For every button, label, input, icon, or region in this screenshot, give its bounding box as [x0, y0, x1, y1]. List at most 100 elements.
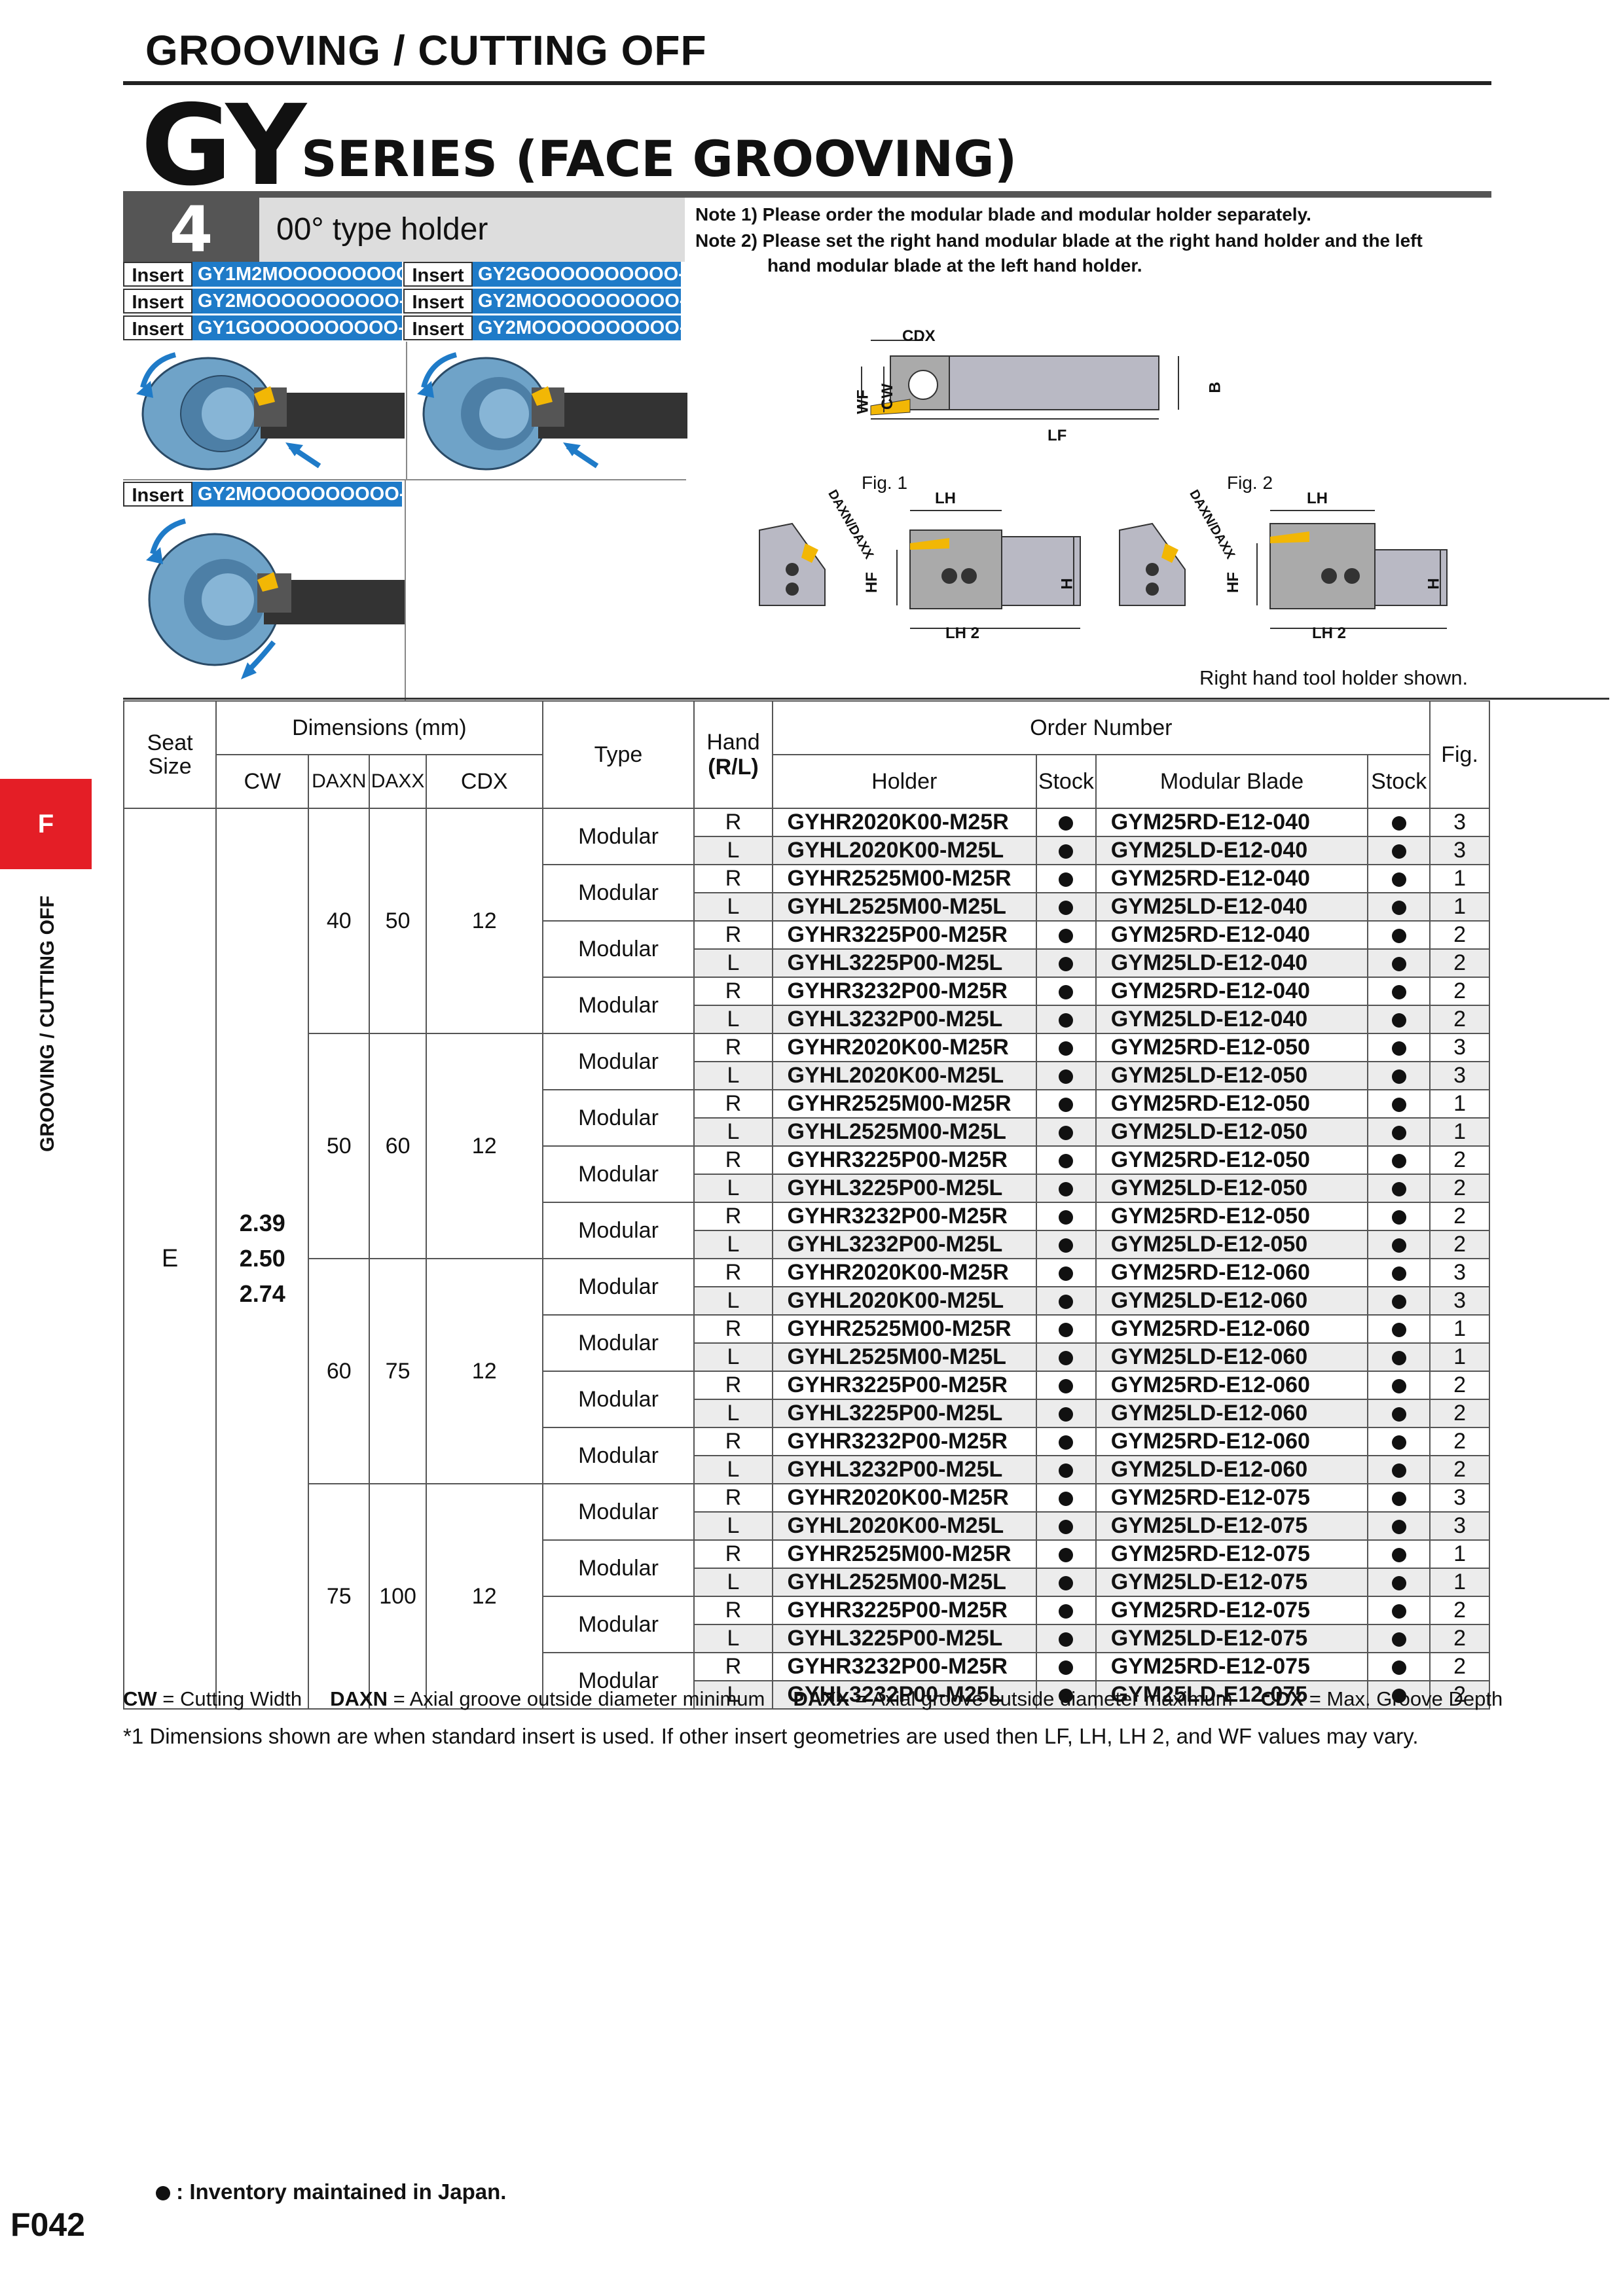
insert-code: GY1M2MOOOOOOOOOO-GM: [192, 262, 432, 310]
type-cell: Modular: [541, 920, 695, 978]
fig1-hf: HF: [863, 572, 881, 593]
daxx-cell: 60: [369, 1033, 427, 1259]
seat-size-cell: E: [122, 808, 217, 1710]
stock-blade-cell: [1367, 1371, 1431, 1400]
insert-code: GY2MOOOOOOOOOO-MM: [473, 315, 685, 363]
stock-dot-icon: [1391, 929, 1406, 944]
stock-cell: [1035, 808, 1097, 837]
hand-cell: L: [693, 1399, 773, 1428]
fig-cell: 1: [1429, 1342, 1490, 1372]
fig-cell: 2: [1429, 1202, 1490, 1231]
type-cell: Modular: [541, 1652, 695, 1710]
blade-cell: GYM25RD-E12-075: [1095, 1483, 1369, 1513]
stock-dot-icon: [1059, 1576, 1074, 1591]
hand-cell: R: [693, 977, 773, 1006]
insert-label: Insert: [123, 262, 192, 287]
blade-cell: GYM25LD-E12-050: [1095, 1174, 1369, 1203]
hand-cell: R: [693, 808, 773, 837]
stock-blade-cell: [1367, 1427, 1431, 1456]
fig-cell: 2: [1429, 920, 1490, 950]
th-cdx: CDX: [425, 754, 543, 809]
stock-dot-icon: [1059, 872, 1074, 888]
blade-cell: GYM25RD-E12-040: [1095, 808, 1369, 837]
stock-dot-icon: [1391, 1660, 1406, 1676]
hand-cell: L: [693, 1624, 773, 1653]
th-holder: Holder: [771, 754, 1037, 809]
stock-dot-icon: [1059, 844, 1074, 859]
insert-code: GY2MOOOOOOOOOO-MS: [473, 289, 685, 336]
stock-dot-icon: [1391, 1689, 1406, 1704]
fig-cell: 2: [1429, 1427, 1490, 1456]
hand-cell: L: [693, 1061, 773, 1090]
daxx-cell: 50: [369, 808, 427, 1034]
holder-cell: GYHL2525M00-M25L: [771, 1342, 1037, 1372]
hand-cell: R: [693, 1145, 773, 1175]
blade-cell: GYM25LD-E12-060: [1095, 1286, 1369, 1316]
insert-code: GY2GOOOOOOOOOO-MF: [473, 262, 685, 310]
holder-cell: GYHR3232P00-M25R: [771, 1202, 1037, 1231]
hand-cell: L: [693, 1511, 773, 1541]
holder-cell: GYHL2020K00-M25L: [771, 1061, 1037, 1090]
holder-type-title: 00° type holder: [259, 198, 685, 262]
blade-cell: GYM25RD-E12-060: [1095, 1314, 1369, 1344]
insert-row-1: Insert GY1M2MOOOOOOOOOO-GM Insert GY2GOO…: [123, 262, 685, 310]
stock-dot-icon: [1059, 816, 1074, 831]
fig1-drawing: [753, 484, 1100, 648]
stock-cell: [1035, 1371, 1097, 1400]
spec-table: Seat Size Dimensions (mm) Type Hand (R/L…: [122, 700, 1490, 1710]
stock-blade-cell: [1367, 948, 1431, 978]
type-cell: Modular: [541, 1033, 695, 1090]
stock-dot-icon: [1059, 1098, 1074, 1113]
cw-value: 2.39: [239, 1210, 285, 1236]
stock-cell: [1035, 1117, 1097, 1147]
th-stock-blade: Stock: [1367, 754, 1431, 809]
type-cell: Modular: [541, 1314, 695, 1372]
hand-cell: R: [693, 1371, 773, 1400]
stock-cell: [1035, 1680, 1097, 1710]
stock-blade-cell: [1367, 892, 1431, 922]
hand-cell: R: [693, 1652, 773, 1681]
stock-dot-icon: [1391, 1238, 1406, 1253]
note-2-line1: Note 2) Please set the right hand modula…: [695, 230, 1423, 251]
stock-cell: [1035, 1455, 1097, 1484]
type-cell: Modular: [541, 1145, 695, 1203]
hand-cell: R: [693, 1033, 773, 1062]
type-cell: Modular: [541, 1596, 695, 1653]
series-rule: [123, 191, 1491, 198]
fig-cell: 3: [1429, 1511, 1490, 1541]
stock-dot-icon: [1391, 1520, 1406, 1535]
stock-dot-icon: [1391, 1069, 1406, 1085]
hand-cell: R: [693, 1089, 773, 1119]
fig2-drawing: [1113, 484, 1467, 648]
stock-dot-icon: [1059, 1323, 1074, 1338]
face-grooving-illustration: [136, 352, 405, 471]
stock-dot-icon: [1059, 1632, 1074, 1647]
holder-cell: GYHR3232P00-M25R: [771, 1652, 1037, 1681]
holder-cell: GYHR2525M00-M25R: [771, 1089, 1037, 1119]
th-dimensions: Dimensions (mm): [215, 700, 543, 755]
type-cell: Modular: [541, 1483, 695, 1541]
stock-dot-icon: [1391, 957, 1406, 972]
holder-dimension-drawing: [861, 340, 1179, 420]
blade-cell: GYM25LD-E12-040: [1095, 1005, 1369, 1034]
blade-cell: GYM25LD-E12-040: [1095, 836, 1369, 865]
section-number: 4: [123, 198, 259, 262]
face-grooving-illustration: [146, 518, 405, 679]
hand-cell: L: [693, 1174, 773, 1203]
holder-cell: GYHL2020K00-M25L: [771, 1286, 1037, 1316]
daxn-cell: 40: [308, 808, 371, 1034]
holder-cell: GYHR2525M00-M25R: [771, 864, 1037, 893]
fig2-holder-drawing: [1119, 510, 1448, 629]
header-rule: [123, 81, 1491, 85]
holder-cell: GYHL2525M00-M25L: [771, 1117, 1037, 1147]
th-stock: Stock: [1035, 754, 1097, 809]
hand-cell: L: [693, 948, 773, 978]
